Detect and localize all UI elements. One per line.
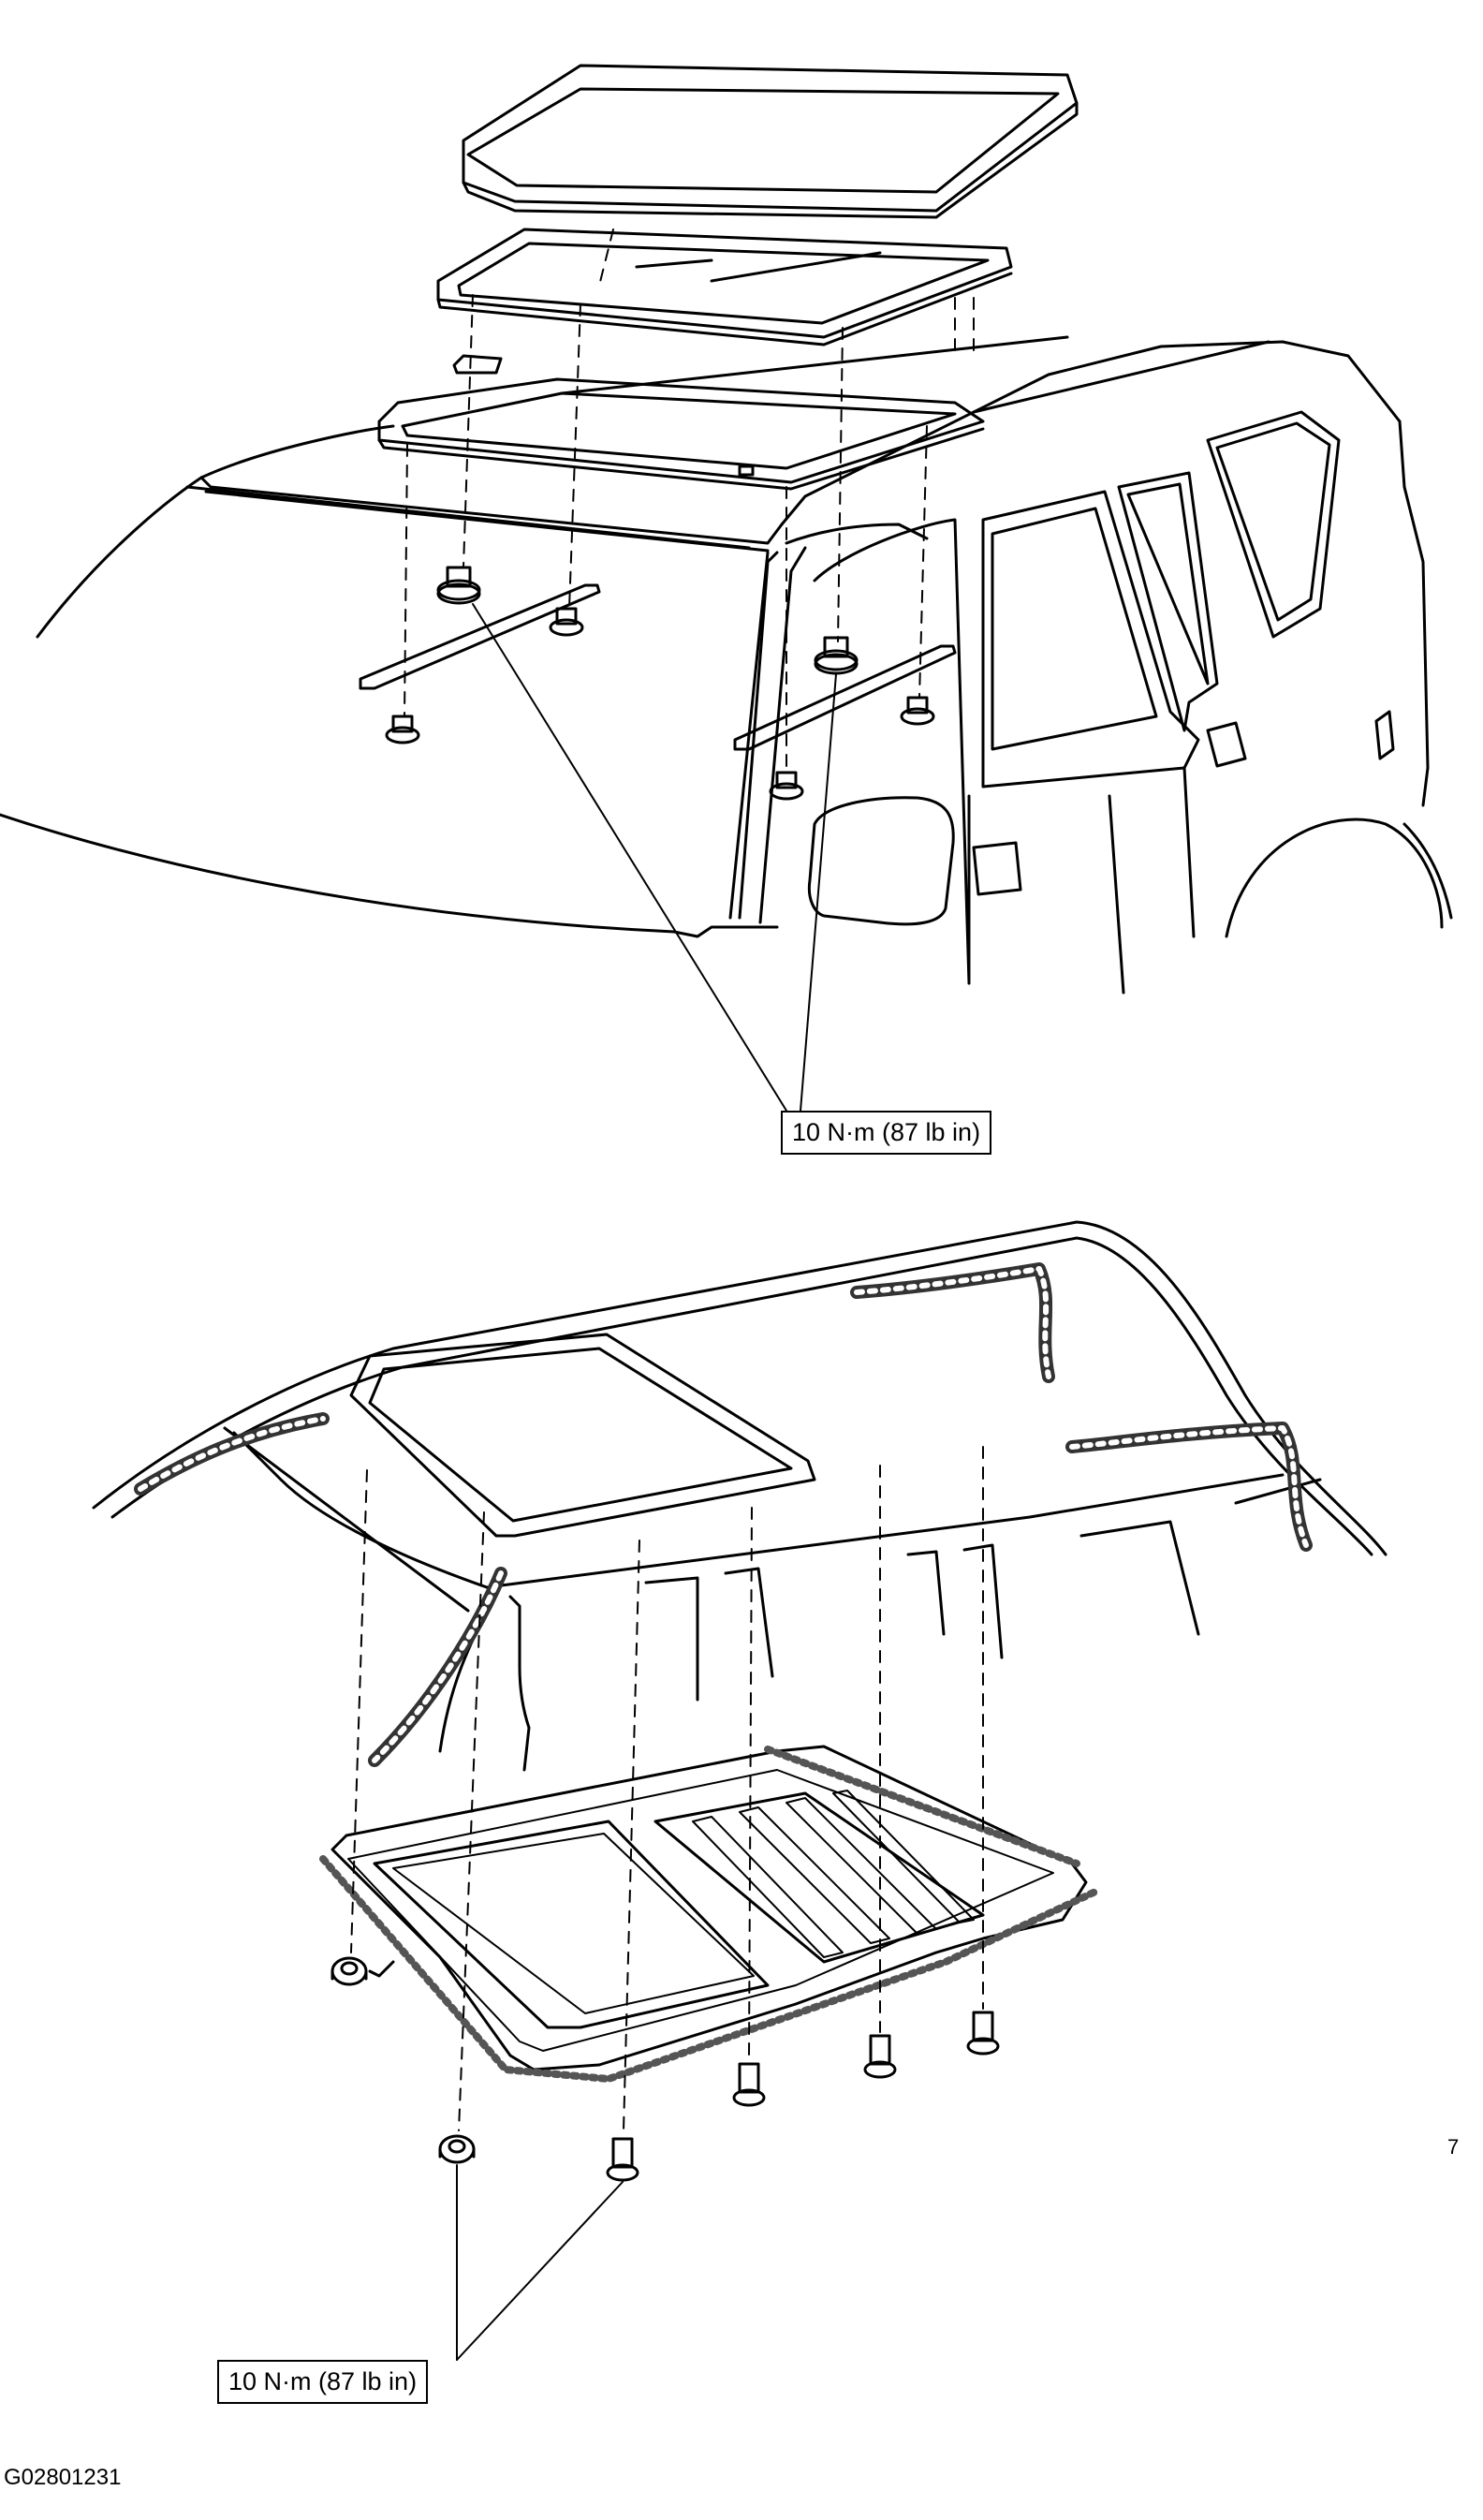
figure-id: G02801231	[4, 2465, 122, 2490]
sunroof-cassette	[323, 1746, 1095, 2079]
torque-callout-bottom: 10 N·m (87 lb in)	[217, 2360, 429, 2404]
bolt-icon	[902, 698, 933, 724]
drain-hoses	[140, 1269, 1306, 1761]
vehicle-body	[0, 337, 1451, 993]
torque-callout-top: 10 N·m (87 lb in)	[781, 1111, 992, 1155]
top-leader-lines	[473, 604, 836, 1111]
bolt-icon	[551, 609, 582, 635]
bottom-alignment-lines	[351, 1447, 983, 2130]
left-deflector-strip	[360, 585, 599, 688]
top-alignment-lines	[404, 229, 974, 773]
sunroof-outer-frame	[463, 66, 1077, 217]
top-view	[0, 66, 1451, 1111]
nut-icon	[332, 1958, 366, 1984]
top-fasteners	[387, 567, 933, 799]
roof-opening	[379, 379, 983, 489]
bolt-icon	[438, 567, 479, 603]
roof-sunroof-opening	[351, 1334, 815, 1536]
stray-mark: 7	[1447, 2135, 1460, 2159]
bolt-icon	[968, 2012, 998, 2054]
bolt-icon	[608, 2139, 638, 2180]
bolt-icon	[387, 716, 418, 743]
bolt-icon	[815, 638, 857, 673]
sunroof-glass-panel	[438, 229, 1011, 345]
nut-icon	[440, 2136, 474, 2162]
drain-hoses-inner	[140, 1269, 1306, 1761]
roof-outline	[94, 1222, 1386, 1770]
right-deflector-strip	[735, 646, 955, 749]
bolt-icon	[771, 773, 802, 799]
glass-bracket	[454, 356, 501, 373]
bottom-leader-lines	[457, 2165, 623, 2360]
bolt-icon	[865, 2036, 895, 2077]
bolt-icon	[734, 2064, 764, 2105]
side-mirror	[809, 798, 953, 924]
bottom-view	[94, 1222, 1386, 2360]
bottom-fasteners	[332, 1958, 998, 2180]
